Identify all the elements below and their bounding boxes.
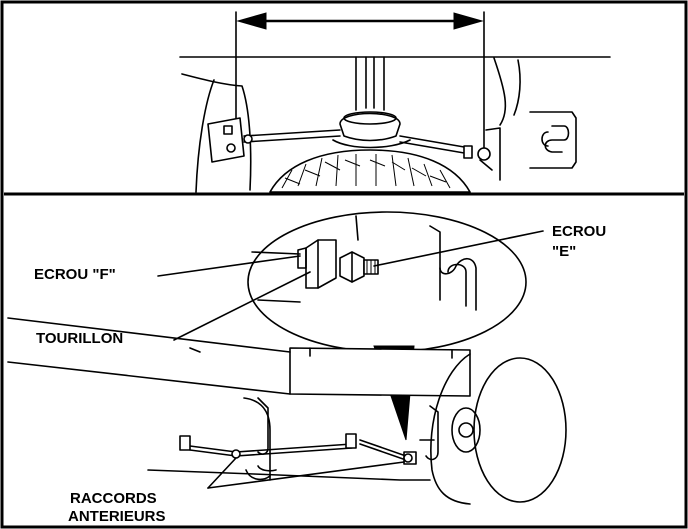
leader-nut-e: [373, 230, 544, 267]
leader-nut-f: [157, 255, 301, 277]
leader-fitting-left: [207, 457, 237, 489]
label-nut-e-line2: "E": [552, 243, 577, 260]
leader-trunnion: [173, 271, 311, 341]
leader-fitting-right: [207, 461, 405, 489]
label-fittings-line2: ANTERIEURS: [68, 508, 166, 525]
label-fittings-line1: RACCORDS: [70, 490, 157, 507]
detail-view-panel: [7, 211, 567, 505]
axle-beam: [289, 347, 471, 397]
label-nut-f: ECROU "F": [34, 266, 116, 283]
top-view-panel: [179, 11, 611, 193]
front-wheel: [473, 357, 567, 503]
trunnion-block: [305, 239, 337, 289]
label-trunnion: TOURILLON: [36, 330, 124, 347]
label-nut-e-line1: ECROU: [552, 223, 607, 240]
